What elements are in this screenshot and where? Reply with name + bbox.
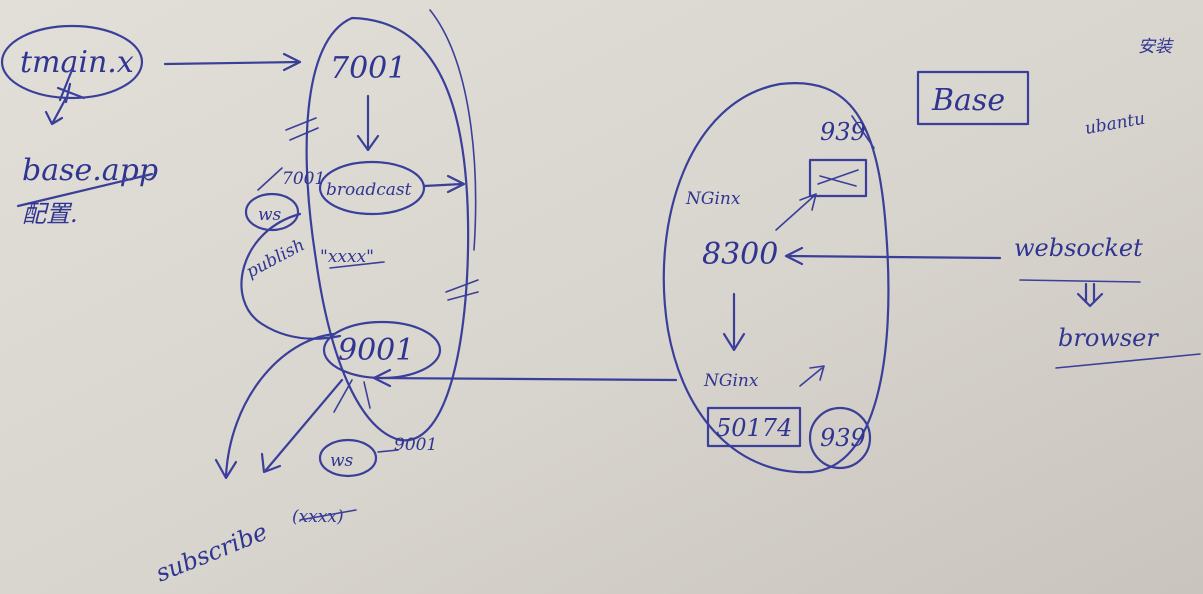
broadcast-ellipse [318, 160, 426, 216]
port-939-top-box-scribble [817, 169, 859, 187]
ws-left-label: ws [258, 205, 282, 225]
arrow-7001-down-head [356, 134, 380, 152]
browser-label: browser [1058, 324, 1159, 352]
websocket-down-double [1084, 282, 1096, 304]
broadcast-label: broadcast [326, 180, 412, 200]
port-50174-label: 50174 [716, 414, 792, 442]
ws-bottom-ellipse [318, 438, 378, 478]
arrow-tmain-head [282, 52, 302, 72]
port-8300-label: 8300 [702, 237, 778, 272]
arrow-9001-to-subscribe-a-head [214, 458, 238, 480]
arrow-nginx-to-9001-head [372, 368, 392, 388]
port-50174-box [706, 406, 802, 448]
double-arrow-right [445, 279, 479, 301]
tmain-label: tmain.x [20, 45, 134, 80]
ws-left-port-label: 7001 [282, 169, 325, 189]
base-app-label: base.app [22, 153, 158, 188]
port-939-bottom-ellipse [808, 406, 872, 470]
base-box [916, 70, 1030, 126]
broadcast-out-arrow [422, 182, 464, 188]
websocket-underline [1019, 279, 1141, 283]
nginx-bottom-connector [799, 367, 823, 387]
publish-arg-strike [329, 261, 385, 269]
nginx-bottom-label: NGinx [703, 371, 759, 391]
arrow-tmain-to-7001 [163, 60, 302, 66]
port-939-top-box [808, 158, 868, 198]
nginx-top-connector [775, 195, 815, 231]
port-939-bottom-label: 939 [820, 424, 866, 452]
broadcast-out-arrow-head [446, 174, 466, 194]
arrow-9001-to-subscribe-b [264, 378, 344, 472]
port-939-top-tick [851, 115, 875, 149]
tmain-ellipse [0, 24, 144, 100]
port-939-top-label: 939 [820, 118, 866, 146]
port-9001-label: 9001 [338, 333, 414, 368]
base-app-sub-label: 配置. [22, 200, 78, 228]
nginx-top-label: NGinx [685, 189, 741, 209]
arrow-9001-to-subscribe-a [224, 332, 336, 478]
websocket-down-head [1076, 292, 1104, 308]
nginx-bottom-connector-head [809, 365, 825, 381]
arrow-nginx-to-9001 [372, 376, 678, 382]
arrow-9001-to-subscribe-b-head [260, 452, 282, 474]
ws-left-ellipse [244, 192, 300, 232]
browser-underline [1055, 353, 1201, 369]
oval-left-extra-stroke [429, 9, 477, 251]
publish-arg-label: "xxxx" [320, 247, 374, 267]
ws-left-connector [257, 167, 283, 191]
base-box-label: Base [931, 83, 1005, 118]
ws-bottom-port-label: 9001 [394, 435, 437, 455]
ws-bottom-arrow [377, 449, 399, 453]
base-app-underline [16, 172, 154, 208]
nginx-top-connector-head [799, 193, 817, 211]
arrow-websocket-to-8300-head [784, 246, 804, 266]
arrow-8300-down-head [722, 332, 746, 352]
subscribe-arg-strike [299, 509, 357, 521]
nginx-oval [662, 82, 890, 474]
corner-cn-label: 安装 [1138, 37, 1174, 57]
arrow-9001-short-strokes [333, 379, 371, 413]
websocket-label: websocket [1014, 234, 1143, 262]
service-oval-left [305, 16, 470, 442]
tmain-down-arrow [44, 96, 68, 126]
double-arrow-upper [285, 117, 319, 141]
arrow-websocket-to-8300 [784, 254, 1002, 260]
port-7001-label: 7001 [330, 51, 406, 86]
ws-bottom-label: ws [330, 451, 354, 471]
